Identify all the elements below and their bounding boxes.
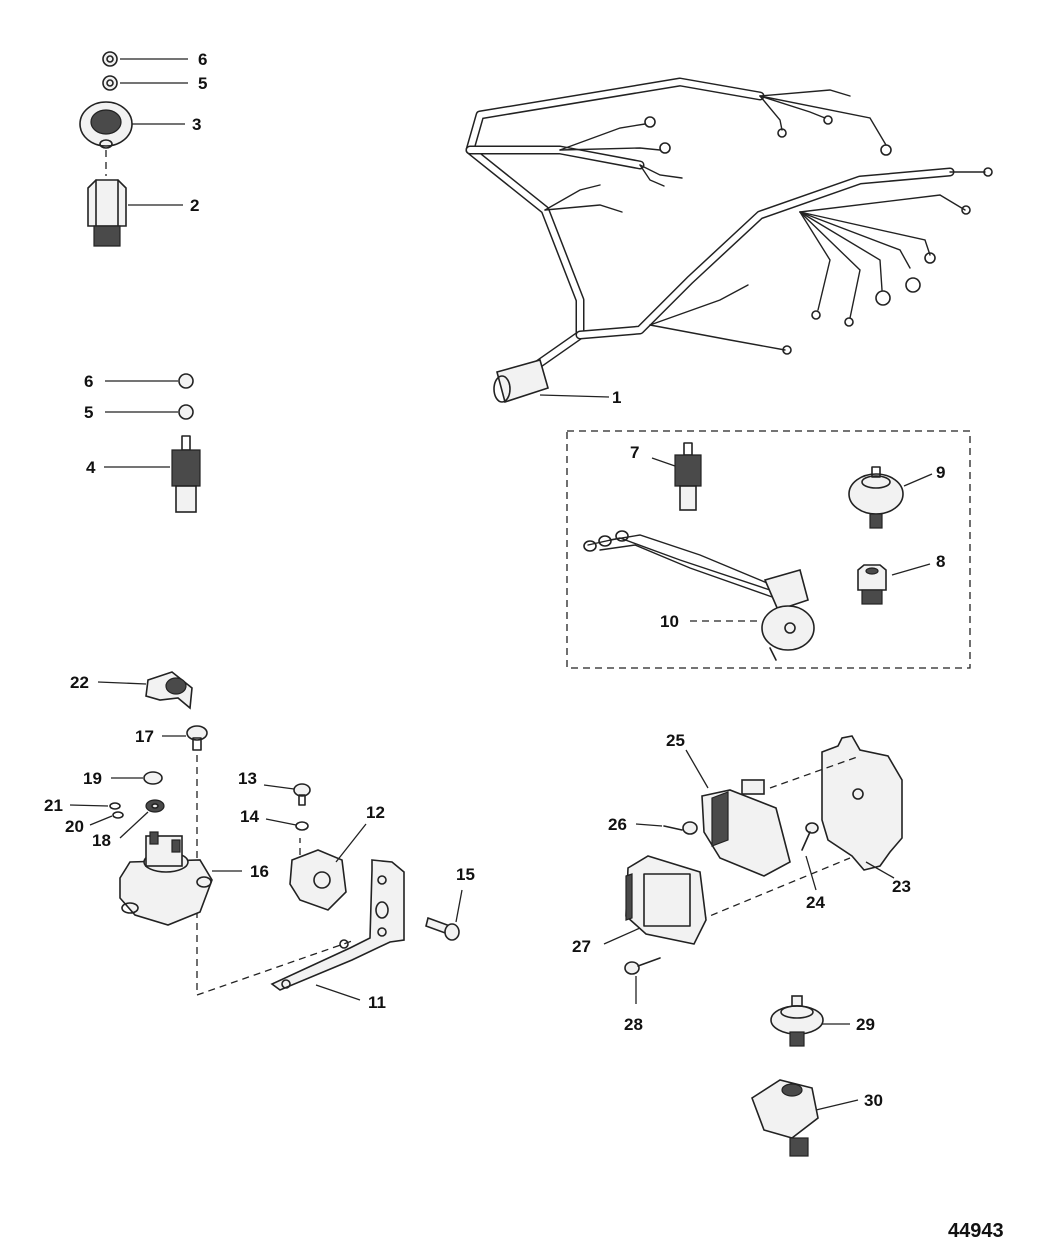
part-8-fitting <box>857 564 887 605</box>
part-14-washer <box>295 821 309 831</box>
callout-10: 10 <box>660 612 679 631</box>
callout-6-top: 6 <box>198 50 207 69</box>
part-26-screw <box>663 821 698 835</box>
callout-18: 18 <box>92 831 111 850</box>
callout-3: 3 <box>192 115 201 134</box>
callout-25: 25 <box>666 731 685 750</box>
callout-13: 13 <box>238 769 257 788</box>
part-21-nut-small <box>109 802 121 810</box>
callout-7: 7 <box>630 443 639 462</box>
callout-15: 15 <box>456 865 475 884</box>
callout-26: 26 <box>608 815 627 834</box>
callout-8: 8 <box>936 552 945 571</box>
part-3-sender <box>79 101 133 176</box>
callout-9: 9 <box>936 463 945 482</box>
callout-23: 23 <box>892 877 911 896</box>
part-5-washer-top <box>102 75 118 91</box>
callout-11: 11 <box>368 993 386 1012</box>
callout-4: 4 <box>86 458 96 477</box>
part-15-screw <box>425 916 460 941</box>
part-4-switch <box>171 435 201 513</box>
callout-12: 12 <box>366 803 385 822</box>
part-16-solenoid <box>119 831 213 926</box>
part-25-module <box>701 779 791 877</box>
callout-17: 17 <box>135 727 154 746</box>
part-18-washer <box>145 799 165 813</box>
callout-19: 19 <box>83 769 102 788</box>
callout-6-mid: 6 <box>84 372 93 391</box>
part-27-module <box>625 855 707 945</box>
sensor-kit-box <box>566 430 971 669</box>
callout-5-top: 5 <box>198 74 207 93</box>
callout-2: 2 <box>190 196 199 215</box>
part-13-screw <box>293 783 311 806</box>
part-1-wiring-harness <box>465 77 993 404</box>
part-9-pressure-sender <box>848 466 904 529</box>
part-17-bolt <box>186 725 208 751</box>
part-28-screw <box>624 957 661 975</box>
part-6-nut-top <box>102 51 118 67</box>
part-6-nut-mid <box>178 373 194 389</box>
callout-30: 30 <box>864 1091 883 1110</box>
diagram-reference-number: 44943 <box>948 1220 1004 1242</box>
callout-5-mid: 5 <box>84 403 93 422</box>
part-5-washer-mid <box>178 404 194 420</box>
part-11-bracket <box>270 859 405 991</box>
callout-16: 16 <box>250 862 269 881</box>
callout-28: 28 <box>624 1015 643 1034</box>
callout-21: 21 <box>44 796 63 815</box>
callout-14: 14 <box>240 807 259 826</box>
callout-20: 20 <box>65 817 84 836</box>
part-10-sensor-harness <box>583 530 815 661</box>
part-20-washer-small <box>112 811 124 819</box>
part-12-switch <box>289 838 347 911</box>
part-30-elbow-fitting <box>751 1079 819 1157</box>
part-22-clamp <box>145 671 193 710</box>
callout-1: 1 <box>612 388 621 407</box>
part-19-nut <box>143 771 163 785</box>
callout-27: 27 <box>572 937 591 956</box>
callout-24: 24 <box>806 893 825 912</box>
part-24-screw <box>801 822 819 851</box>
callout-29: 29 <box>856 1015 875 1034</box>
part-23-mounting-plate <box>821 735 903 871</box>
callout-22: 22 <box>70 673 89 692</box>
part-29-sensor <box>770 995 824 1047</box>
part-2-adapter <box>87 179 127 247</box>
part-7-sender <box>674 442 702 511</box>
